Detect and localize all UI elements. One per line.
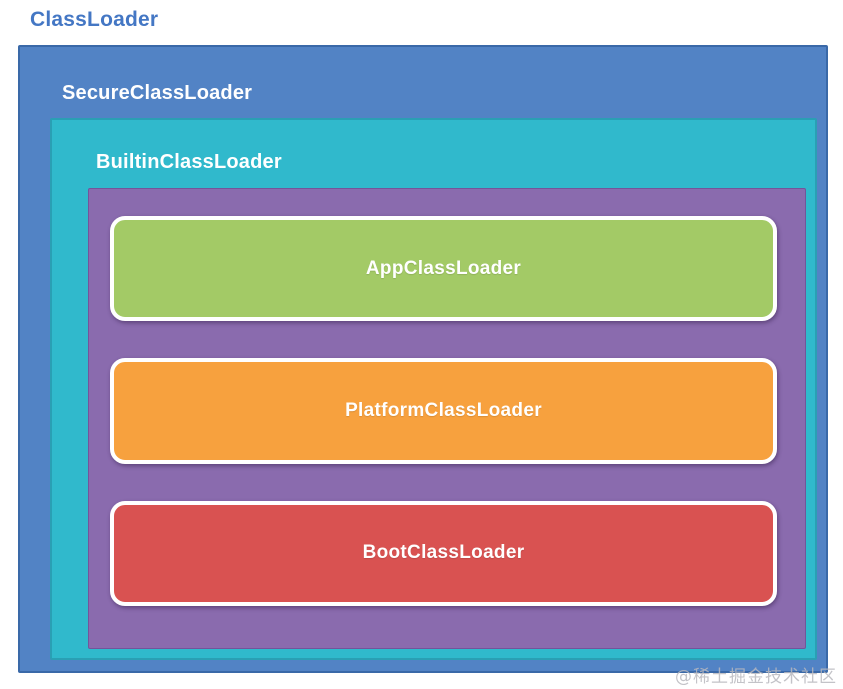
secureclassloader-box: SecureClassLoader BuiltinClassLoader App… [18, 45, 828, 673]
appclassloader-node: AppClassLoader [110, 216, 777, 322]
diagram-title: ClassLoader [30, 8, 159, 31]
builtinclassloader-box: BuiltinClassLoader AppClassLoader Platfo… [50, 118, 817, 660]
appclassloader-label: AppClassLoader [365, 257, 522, 279]
loader-stack-panel: AppClassLoader PlatformClassLoader BootC… [88, 188, 806, 649]
bootclassloader-node: BootClassLoader [110, 500, 777, 606]
watermark: @稀土掘金技术社区 [675, 667, 837, 687]
builtinclassloader-label: BuiltinClassLoader [96, 151, 282, 173]
platformclassloader-node: PlatformClassLoader [110, 358, 777, 464]
secureclassloader-label: SecureClassLoader [62, 82, 253, 104]
platformclassloader-label: PlatformClassLoader [345, 399, 542, 421]
bootclassloader-label: BootClassLoader [362, 542, 525, 564]
